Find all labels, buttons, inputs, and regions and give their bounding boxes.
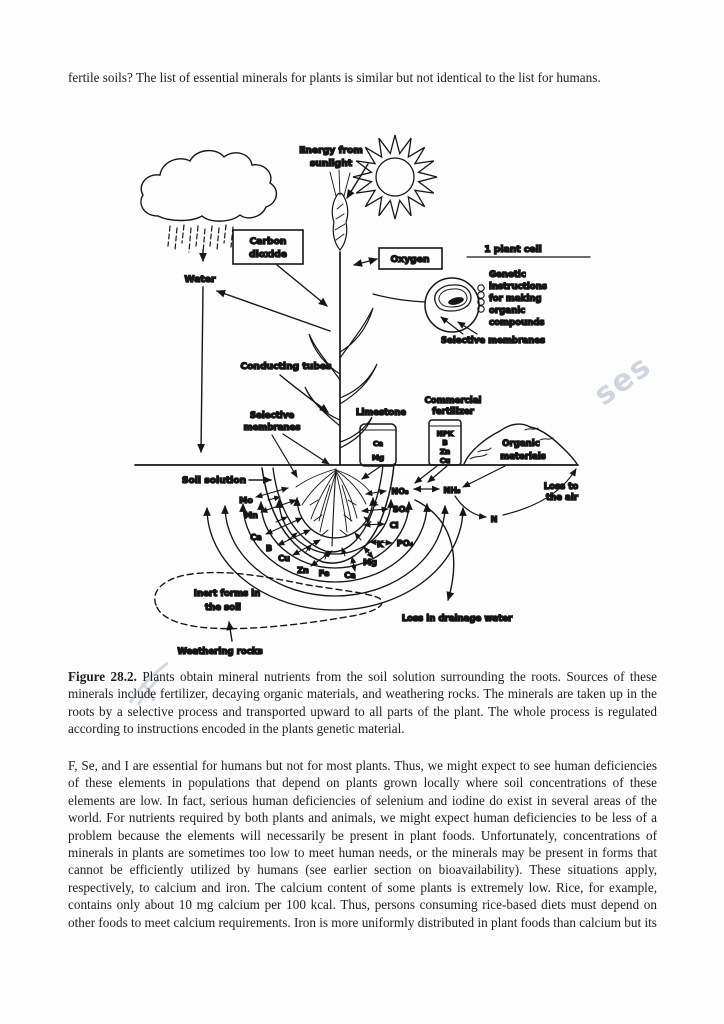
mineral-exchange-arrows [255, 486, 374, 572]
svg-text:compounds: compounds [489, 318, 545, 328]
label-limestone-mg: Mg [372, 453, 384, 462]
label-k: K [377, 539, 384, 549]
label-nh3: NH₃ [443, 485, 461, 495]
label-plant-cell: 1 plant cell [484, 244, 542, 255]
selective-membranes-root-arrows [271, 433, 330, 478]
wheat-plant-icon [304, 169, 378, 466]
anion-labels: NO₃ SO₄ Cl PO₄ [389, 485, 414, 548]
label-zn: Zn [297, 565, 309, 575]
label-limestone: Limestone [356, 408, 406, 418]
label-selective-membranes-root-1: Selective [250, 411, 295, 421]
co2-arrow [276, 264, 328, 307]
label-loss-air-2: the air [546, 493, 579, 503]
label-conducting-tubes: Conducting tubes [240, 361, 332, 372]
label-cu-bag: Cu [440, 456, 450, 465]
label-co2-line1: Carbon [250, 236, 287, 247]
dna-chain-icon [477, 284, 485, 313]
label-ca-2: Ca [344, 570, 356, 580]
label-co2-line2: dioxide [249, 249, 287, 260]
label-so4: SO₄ [393, 504, 410, 514]
label-b: B [442, 438, 447, 447]
label-n: N [491, 514, 498, 524]
label-inert-1: Inert forms in [194, 589, 261, 599]
figure-caption-text: Plants obtain mineral nutrients from the… [68, 669, 657, 737]
anion-leader-arrows [361, 488, 393, 546]
label-ca-1: Ca [250, 532, 262, 542]
label-selective-membranes-root-2: membranes [244, 423, 301, 433]
label-loss-air-1: Loss to [544, 482, 579, 492]
label-energy-line2: sunlight [310, 158, 353, 169]
label-po4: PO₄ [397, 538, 414, 548]
figure-caption: Figure 28.2. Plants obtain mineral nutri… [68, 668, 657, 738]
oxygen-arrow [352, 257, 379, 267]
svg-text:instructions: instructions [489, 282, 547, 292]
label-organic-1: Organic [502, 439, 540, 449]
label-b: B [266, 543, 272, 553]
label-energy-line1: Energy from [299, 145, 363, 156]
label-mg: Mg [363, 557, 377, 567]
water-flow-arrows [197, 249, 331, 454]
label-cu: Cu [278, 553, 290, 563]
label-inert-2: the soil [205, 603, 241, 613]
label-cl: Cl [390, 520, 399, 530]
label-mo: Mo [239, 495, 253, 505]
label-selective-membranes-cell: Selective membranes [441, 336, 545, 346]
label-genetic-instructions: Genetic instructions for making organic … [488, 269, 547, 328]
figure-28-2-diagram: Energy from sunlight Water Carbon dioxid… [134, 134, 591, 658]
selective-membranes-cell-arrows [440, 316, 478, 335]
weathering-arrow [226, 620, 235, 642]
conducting-tubes-arrow [279, 374, 329, 413]
label-limestone-ca: Ca [373, 439, 383, 448]
label-soil-solution: Soil solution [182, 475, 246, 486]
label-no3: NO₃ [391, 486, 409, 496]
label-water: Water [184, 274, 216, 285]
label-oxygen: Oxygen [390, 254, 429, 265]
sun-icon [352, 134, 438, 220]
organic-mound-icon [463, 423, 578, 465]
co2-box [232, 229, 304, 265]
plant-cell-icon [372, 277, 485, 333]
label-fertilizer-2: fertilizer [432, 407, 475, 417]
label-organic-2: materials [500, 452, 546, 462]
svg-text:Genetic: Genetic [489, 270, 526, 280]
sunlight-arrow [346, 163, 369, 199]
inert-forms-blob [154, 571, 383, 630]
label-loss-drainage: Loss in drainage water [402, 614, 513, 624]
drainage-arrow [414, 499, 455, 602]
svg-text:for making: for making [489, 294, 542, 304]
nitrogen-flow-arrows [361, 465, 577, 520]
label-zn-bag: Zn [440, 447, 450, 456]
label-weathering-rocks: Weathering rocks [177, 647, 262, 657]
intro-paragraph: fertile soils? The list of essential min… [68, 70, 601, 85]
oxygen-box [378, 247, 443, 270]
figure-caption-label: Figure 28.2. [68, 669, 137, 684]
body-paragraph: F, Se, and I are essential for humans bu… [68, 758, 657, 930]
svg-text:organic: organic [489, 306, 525, 316]
label-npk: NPK [437, 429, 454, 438]
root-hairs-icon [295, 468, 371, 547]
label-fertilizer-1: Commercial [425, 396, 482, 406]
label-mn: Mn [244, 510, 258, 520]
label-fe: Fe [319, 568, 330, 578]
rain-cloud-icon [140, 150, 277, 254]
cation-labels: Mo Mn Ca B Cu Zn Fe Ca Mg K [238, 494, 384, 580]
limestone-bag-icon [359, 423, 397, 467]
